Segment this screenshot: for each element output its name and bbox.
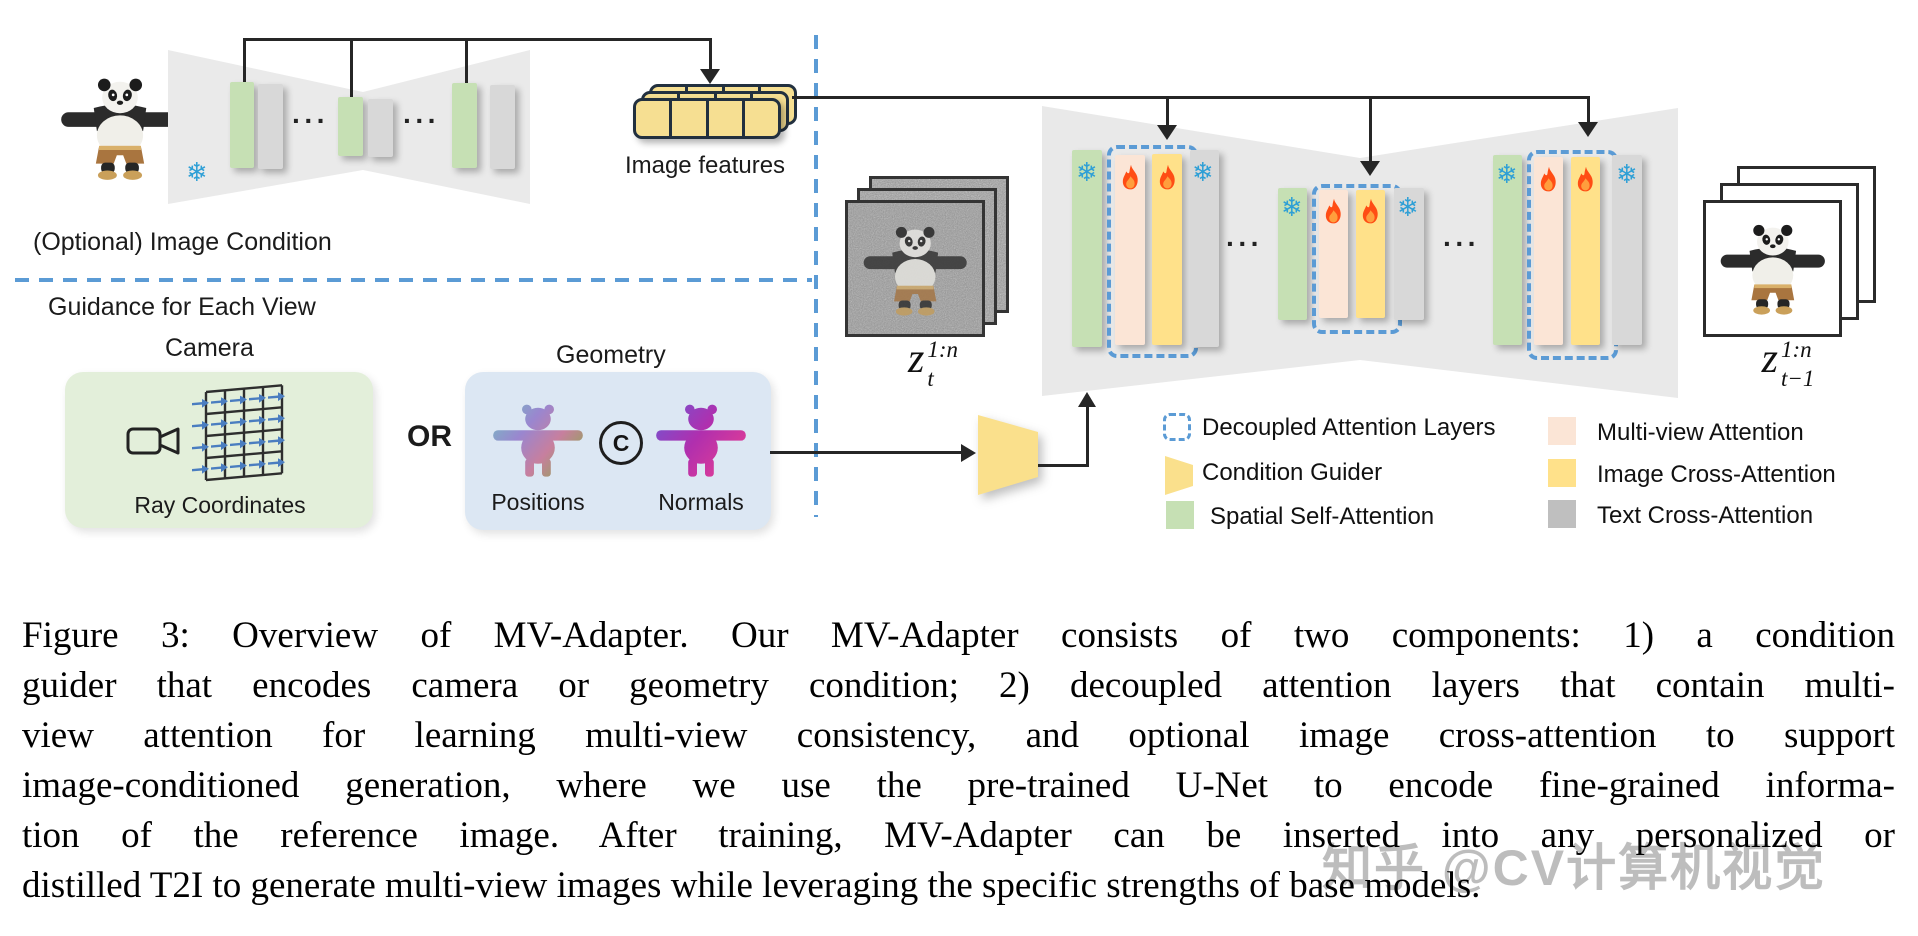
guidance-arrowhead bbox=[961, 444, 976, 462]
camera-icon bbox=[126, 427, 180, 455]
encoder-tap-line-2 bbox=[350, 38, 353, 99]
reference-panda-image bbox=[61, 78, 179, 180]
snowflake-icon: ❄ bbox=[1397, 193, 1419, 223]
geometry-title: Geometry bbox=[556, 341, 666, 369]
legend-spatial-label: Spatial Self-Attention bbox=[1210, 503, 1435, 530]
fire-icon bbox=[1540, 166, 1556, 192]
ray-grid-icon bbox=[192, 384, 285, 482]
positions-label: Positions bbox=[491, 489, 585, 515]
image-features-label: Image features bbox=[624, 152, 786, 179]
legend-text-cross-label: Text Cross-Attention bbox=[1597, 502, 1814, 529]
guider-arrowhead bbox=[1078, 392, 1096, 407]
text-cross-attention-block bbox=[1394, 188, 1424, 320]
legend-condition-guider-icon bbox=[1165, 456, 1193, 495]
optional-image-condition-label: (Optional) Image Condition bbox=[33, 228, 332, 256]
legend-text-cross-icon bbox=[1548, 500, 1576, 528]
normals-label: Normals bbox=[658, 489, 744, 515]
snowflake-icon: ❄ bbox=[1076, 158, 1098, 188]
encoder-tap-line-3 bbox=[465, 38, 468, 84]
camera-condition-box bbox=[65, 372, 373, 528]
encoder-block bbox=[230, 82, 254, 168]
encoder-block bbox=[338, 97, 363, 156]
ellipsis: ··· bbox=[403, 105, 440, 136]
legend-spatial-icon bbox=[1166, 501, 1194, 529]
spatial-self-attention-block bbox=[1493, 155, 1522, 345]
caption-line: image-conditioned generation, where we u… bbox=[22, 765, 1895, 806]
cross-attn-arrowhead-2 bbox=[1360, 161, 1380, 176]
text-cross-attention-block bbox=[1612, 155, 1642, 345]
image-feature-tokens bbox=[633, 98, 781, 139]
encoder-block bbox=[258, 84, 283, 169]
output-view-frame-front bbox=[1703, 200, 1842, 337]
snowflake-icon: ❄ bbox=[1496, 160, 1518, 190]
condition-guider bbox=[978, 415, 1038, 495]
cross-attn-drop-3 bbox=[1587, 98, 1590, 123]
snowflake-icon: ❄ bbox=[1192, 158, 1214, 188]
image-features-bus-line bbox=[792, 96, 1590, 99]
spatial-self-attention-block bbox=[1072, 150, 1102, 347]
caption-line: view attention for learning multi-view c… bbox=[22, 715, 1895, 756]
encoder-block bbox=[368, 99, 393, 157]
guidance-to-guider-line bbox=[770, 451, 964, 454]
encoder-block bbox=[452, 83, 477, 168]
features-drop-line bbox=[709, 38, 712, 70]
cross-attn-arrowhead-1 bbox=[1157, 125, 1177, 140]
encoder-feature-line bbox=[243, 38, 711, 41]
vertical-divider bbox=[814, 35, 818, 517]
legend-image-cross-icon bbox=[1548, 459, 1576, 487]
snowflake-icon: ❄ bbox=[1616, 160, 1638, 190]
legend-multiview-label: Multi-view Attention bbox=[1597, 419, 1804, 446]
figure-caption: Figure 3: Overview of MV-Adapter. Our MV… bbox=[22, 611, 1895, 911]
cross-attn-drop-1 bbox=[1166, 98, 1169, 126]
snowflake-icon: ❄ bbox=[1281, 193, 1303, 223]
encoder-block bbox=[490, 85, 515, 169]
horizontal-divider bbox=[15, 278, 812, 282]
ellipsis: ··· bbox=[292, 105, 329, 136]
features-arrowhead bbox=[700, 69, 720, 84]
ellipsis: ··· bbox=[1443, 228, 1480, 259]
camera-title: Camera bbox=[165, 334, 254, 362]
snowflake-icon: ❄ bbox=[186, 158, 208, 188]
guidance-title: Guidance for Each View bbox=[48, 293, 316, 321]
ray-coordinates-label: Ray Coordinates bbox=[134, 492, 306, 518]
caption-line: guider that encodes camera or geometry c… bbox=[22, 665, 1895, 706]
legend-image-cross-label: Image Cross-Attention bbox=[1597, 461, 1836, 488]
legend-condition-guider-label: Condition Guider bbox=[1202, 459, 1383, 486]
fire-icon bbox=[1325, 198, 1341, 224]
concat-letter: C bbox=[612, 429, 630, 456]
caption-line: tion of the reference image. After train… bbox=[22, 815, 1895, 856]
spatial-self-attention-block bbox=[1278, 188, 1307, 320]
caption-line: Figure 3: Overview of MV-Adapter. Our MV… bbox=[22, 615, 1895, 656]
guider-out-line bbox=[1038, 464, 1089, 467]
legend-decoupled-icon bbox=[1163, 413, 1191, 441]
or-label: OR bbox=[407, 420, 452, 453]
fire-icon bbox=[1362, 198, 1378, 224]
legend-decoupled-label: Decoupled Attention Layers bbox=[1202, 414, 1496, 441]
ellipsis: ··· bbox=[1226, 228, 1263, 259]
encoder-tap-line-1 bbox=[243, 38, 246, 84]
text-cross-attention-block bbox=[1190, 150, 1219, 347]
fire-icon bbox=[1122, 164, 1138, 190]
concat-icon: C bbox=[599, 421, 643, 465]
legend-multiview-icon bbox=[1548, 417, 1576, 445]
noisy-latent-frame-front bbox=[845, 200, 985, 337]
fire-icon bbox=[1159, 164, 1175, 190]
watermark: 知乎 @CV计算机视觉 bbox=[1322, 840, 1827, 896]
positions-map bbox=[493, 404, 583, 477]
cross-attn-arrowhead-3 bbox=[1578, 122, 1598, 137]
fire-icon bbox=[1577, 166, 1593, 192]
caption-line: distilled T2I to generate multi-view ima… bbox=[22, 865, 1481, 906]
normals-map bbox=[656, 404, 746, 477]
guider-up-line bbox=[1086, 404, 1089, 467]
cross-attn-drop-2 bbox=[1369, 98, 1372, 162]
